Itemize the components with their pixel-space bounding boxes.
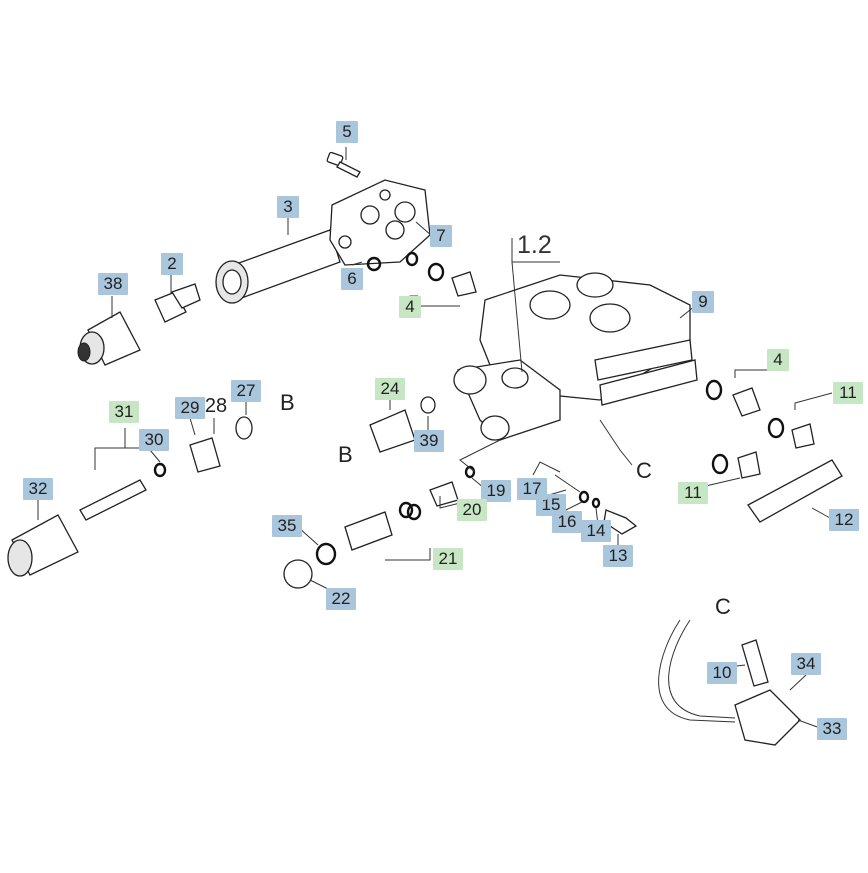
part-label-29: 29 (175, 397, 205, 419)
part-label-20: 20 (457, 499, 487, 521)
pipe-part-3 (215, 179, 431, 304)
part-label-32: 32 (23, 478, 53, 500)
part-label-39: 39 (414, 430, 444, 452)
part-label-3: 3 (277, 196, 299, 218)
valve-parts-left (79, 396, 436, 521)
knob-part-32 (7, 514, 79, 577)
part-label-17: 17 (517, 478, 547, 500)
bolt-part-5 (326, 151, 361, 178)
part-label-22: 22 (326, 588, 356, 610)
part-label-7: 7 (430, 225, 452, 247)
part-label-12: 12 (829, 509, 859, 531)
middle-parts (283, 481, 459, 589)
pressure-switch-part-33 (658, 619, 801, 746)
ref-label-c-lower: C (715, 594, 731, 619)
part-label-14: 14 (581, 520, 611, 542)
valve-parts-right (451, 271, 815, 479)
part-label-30: 30 (139, 429, 169, 451)
fitting-part-2 (154, 283, 201, 323)
part-label-11-lower: 11 (678, 482, 708, 504)
part-label-2: 2 (161, 253, 183, 275)
pump-head-part-9 (453, 272, 698, 441)
part-label-19: 19 (481, 480, 511, 502)
part-label-33: 33 (817, 718, 847, 740)
part-label-13: 13 (603, 545, 633, 567)
part-label-10: 10 (707, 662, 737, 684)
part-label-28: 28 (204, 395, 228, 417)
part-label-16: 16 (552, 511, 582, 533)
part-label-21: 21 (433, 548, 463, 570)
part-label-9: 9 (692, 291, 714, 313)
part-label-38: 38 (98, 273, 128, 295)
part-label-5: 5 (336, 121, 358, 143)
part-label-6: 6 (341, 268, 363, 290)
part-label-24: 24 (375, 378, 405, 400)
part-label-35: 35 (272, 515, 302, 537)
callout-label: 1.2 (517, 231, 552, 259)
part-label-34: 34 (791, 653, 821, 675)
part-label-4-upper: 4 (399, 296, 421, 318)
ref-label-b-lower: B (338, 442, 353, 467)
o-rings (153, 251, 785, 566)
part-label-27: 27 (231, 380, 261, 402)
ref-label-c-mid: C (636, 458, 652, 483)
part-label-31: 31 (109, 401, 139, 423)
coupling-part-38 (77, 311, 141, 366)
ref-label-b-upper: B (280, 390, 295, 415)
plate-part-12 (747, 459, 843, 523)
part-label-4-right: 4 (767, 349, 789, 371)
part-label-11-upper: 11 (833, 382, 863, 404)
